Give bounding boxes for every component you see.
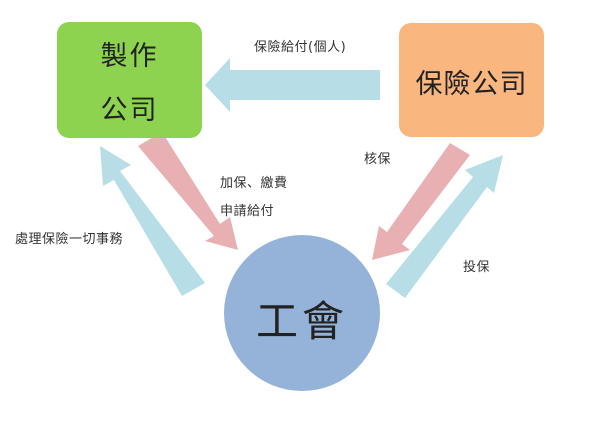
arrow-union-to-insurer xyxy=(386,155,503,298)
arrow-insurer-to-union xyxy=(372,143,470,260)
label-apply: 投保 xyxy=(463,260,491,275)
label-enroll-line2: 申請給付 xyxy=(220,204,275,219)
label-payout: 保險給付(個人) xyxy=(254,40,347,55)
label-approve: 核保 xyxy=(364,152,392,167)
manufacturer-label-line2: 公司 xyxy=(100,95,159,126)
label-handle-all: 處理保險一切事務 xyxy=(15,232,124,247)
node-insurer xyxy=(399,23,544,137)
insurer-label: 保險公司 xyxy=(415,69,528,100)
label-enroll-line1: 加保、繳費 xyxy=(220,176,288,191)
manufacturer-label-line1: 製作 xyxy=(100,41,159,72)
arrow-manufacturer-to-union xyxy=(138,132,238,250)
arrow-union-to-manufacturer xyxy=(100,146,205,296)
arrow-payout xyxy=(205,58,380,112)
node-union xyxy=(224,235,380,391)
union-label: 工會 xyxy=(255,297,348,346)
node-manufacturer xyxy=(57,22,202,138)
